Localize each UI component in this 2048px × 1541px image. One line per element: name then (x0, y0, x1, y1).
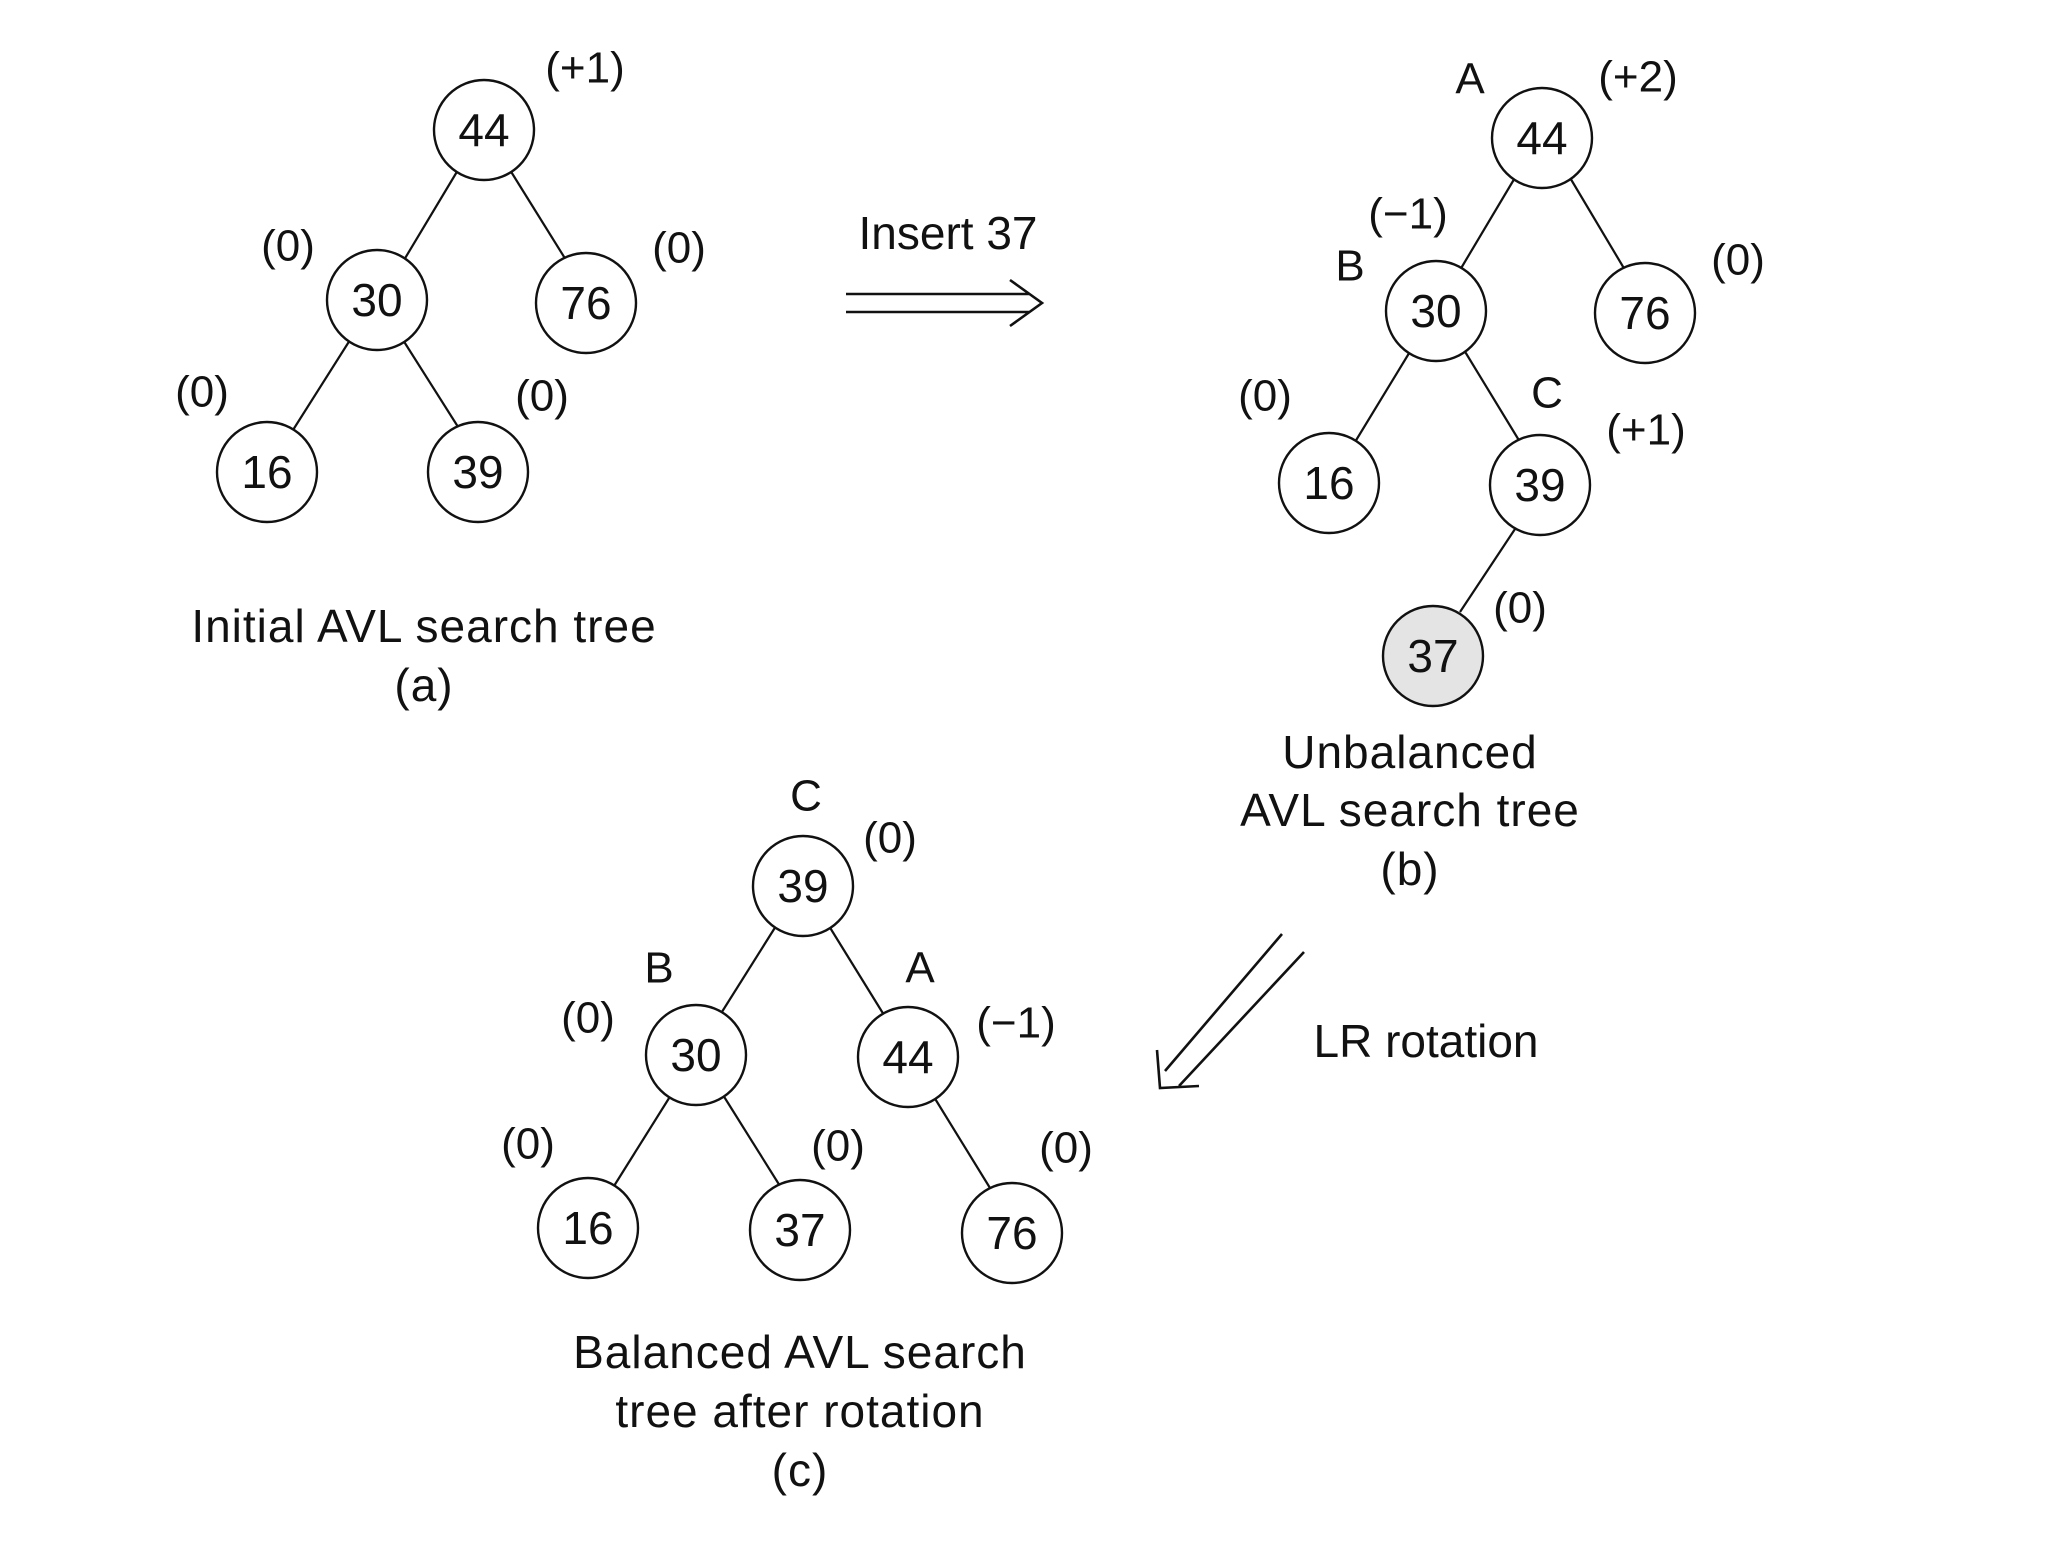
edge-30-39 (1463, 349, 1521, 443)
node-value: 30 (351, 274, 402, 326)
node-value: 76 (560, 277, 611, 329)
node-tag: B (1335, 242, 1364, 291)
caption-line-2: (a) (394, 659, 453, 711)
tree-b-node-37: 37 (0) (1381, 584, 1547, 708)
balance-factor: (+1) (1606, 406, 1685, 455)
tree-c-node-39: 39 C (0) (751, 772, 917, 938)
balance-factor: (0) (1711, 236, 1765, 285)
double-arrow-down-left (1155, 933, 1305, 1090)
tree-b-node-30: 30 B (−1) (1335, 190, 1488, 363)
tree-a-node-76: 76 (0) (534, 224, 706, 355)
node-value: 44 (882, 1031, 933, 1083)
balance-factor: (0) (515, 372, 569, 421)
node-tag: A (905, 944, 935, 993)
double-arrow-right (846, 278, 1045, 328)
node-tag: C (790, 772, 822, 821)
tree-b-node-44: 44 A (+2) (1455, 53, 1678, 190)
balance-factor: (0) (1238, 372, 1292, 421)
node-tag: B (644, 944, 673, 993)
tree-b-node-76: 76 (0) (1593, 236, 1765, 365)
tree-a-node-44: 44 (+1) (432, 44, 625, 182)
edge-44-76 (933, 1096, 991, 1189)
node-value: 39 (777, 860, 828, 912)
node-value: 16 (1303, 457, 1354, 509)
balance-factor: (0) (863, 814, 917, 863)
edge-44-30 (1459, 175, 1517, 271)
balance-factor: (+1) (545, 44, 624, 93)
edge-30-37 (722, 1094, 781, 1187)
edge-30-39 (402, 339, 461, 431)
balance-factor: (0) (501, 1120, 555, 1169)
tree-c-node-30: 30 B (0) (561, 944, 748, 1107)
tree-b-node-16: 16 (0) (1238, 372, 1381, 535)
tree-c-node-16: 16 (0) (501, 1120, 640, 1280)
edge-39-37 (1459, 525, 1518, 613)
tree-a: 44 (+1) 30 (0) 76 (0) 16 (0) 39 (0) Init… (175, 44, 706, 712)
balance-factor: (+2) (1598, 53, 1677, 102)
tree-c-node-37: 37 (0) (748, 1122, 865, 1282)
node-value: 76 (986, 1207, 1037, 1259)
node-value: 44 (1516, 112, 1567, 164)
edge-30-16 (292, 339, 351, 431)
node-value: 39 (1514, 459, 1565, 511)
tree-c-node-76: 76 (0) (960, 1124, 1093, 1285)
node-tag: C (1531, 369, 1563, 418)
node-value: 44 (458, 104, 509, 156)
caption-line-1: Initial AVL search tree (191, 600, 656, 652)
caption-line-2: AVL search tree (1240, 784, 1580, 836)
node-value: 16 (241, 446, 292, 498)
caption-line-3: (c) (772, 1444, 829, 1496)
node-value: 30 (1410, 285, 1461, 337)
node-value: 16 (562, 1202, 613, 1254)
balance-factor: (0) (1493, 584, 1547, 633)
balance-factor: (−1) (976, 999, 1055, 1048)
edge-44-30 (403, 169, 459, 261)
tree-b-node-39: 39 C (+1) (1488, 369, 1686, 537)
edge-44-76 (1568, 175, 1626, 271)
node-value: 76 (1619, 287, 1670, 339)
tree-c-node-44: 44 A (−1) (856, 944, 1056, 1109)
balance-factor: (0) (175, 368, 229, 417)
caption-line-3: (b) (1380, 843, 1439, 895)
tree-a-node-30: 30 (0) (261, 222, 429, 352)
node-value: 37 (774, 1204, 825, 1256)
balance-factor: (0) (811, 1122, 865, 1171)
balance-factor: (−1) (1368, 190, 1447, 239)
edge-39-44 (828, 925, 885, 1016)
node-tag: A (1455, 55, 1485, 104)
caption-line-2: tree after rotation (615, 1385, 984, 1437)
edge-44-76 (509, 169, 567, 261)
balance-factor: (0) (261, 222, 315, 271)
node-value: 30 (670, 1029, 721, 1081)
tree-a-node-39: 39 (0) (426, 372, 569, 524)
tree-a-node-16: 16 (0) (175, 368, 319, 524)
insert-arrow: Insert 37 (846, 207, 1045, 328)
rotation-label: LR rotation (1313, 1015, 1538, 1067)
caption-line-1: Unbalanced (1282, 726, 1538, 778)
tree-c: 39 C (0) 30 B (0) 44 A (−1) 16 (0) 37 (0… (501, 772, 1093, 1497)
balance-factor: (0) (652, 224, 706, 273)
edge-30-16 (613, 1094, 672, 1187)
node-value: 39 (452, 446, 503, 498)
edge-39-30 (719, 925, 777, 1016)
edge-30-16 (1354, 349, 1412, 443)
tree-b: 44 A (+2) 30 B (−1) 76 (0) 16 (0) 39 C (… (1238, 53, 1765, 896)
insert-label: Insert 37 (859, 207, 1038, 259)
node-value: 37 (1407, 630, 1458, 682)
balance-factor: (0) (561, 994, 615, 1043)
rotation-arrow: LR rotation (1155, 933, 1539, 1090)
balance-factor: (0) (1039, 1124, 1093, 1173)
caption-line-1: Balanced AVL search (573, 1326, 1027, 1378)
